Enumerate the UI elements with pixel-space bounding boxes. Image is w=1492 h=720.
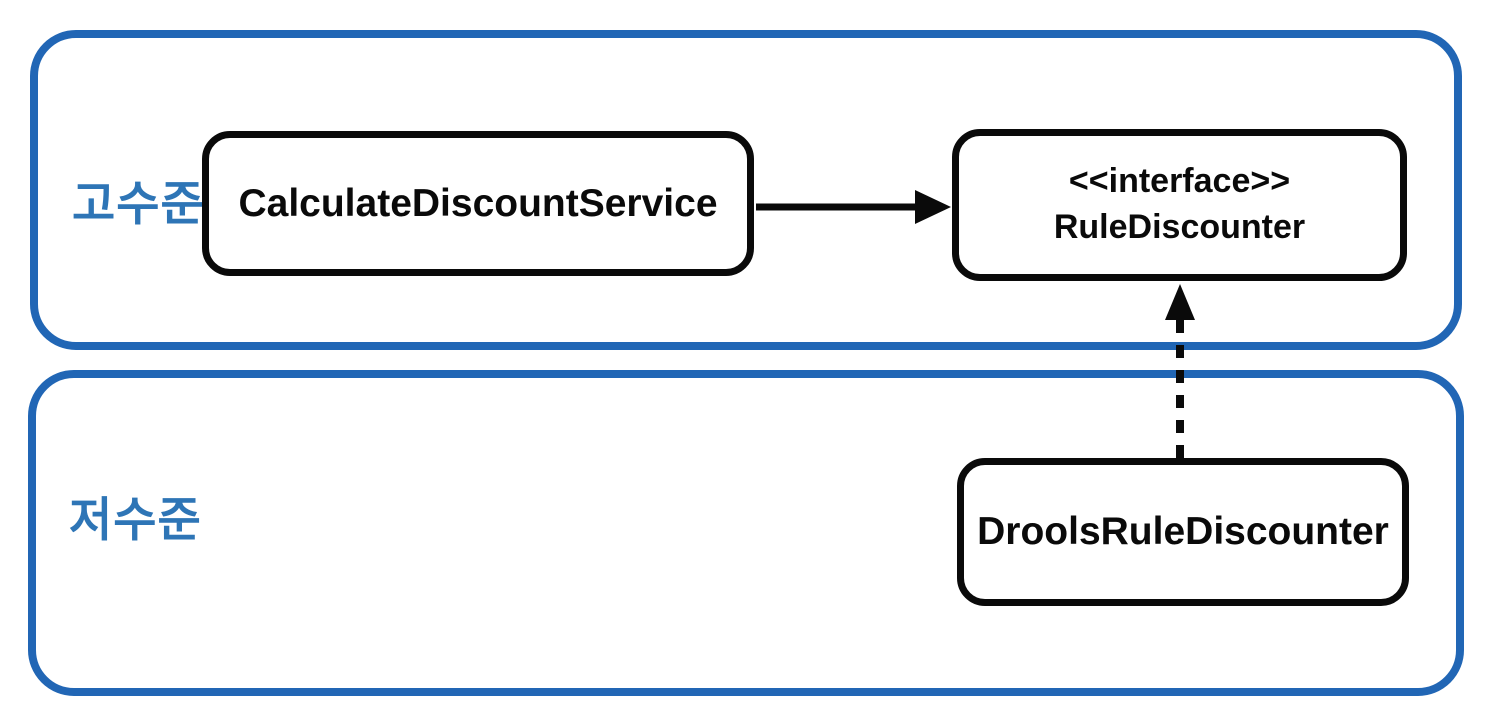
node-drools-rule-discounter: DroolsRuleDiscounter (957, 458, 1409, 606)
node-rule-discounter-interface: <<interface>> RuleDiscounter (952, 129, 1407, 281)
layer-label-high-level: 고수준 (72, 177, 205, 230)
node-rule-discounter-label: RuleDiscounter (1053, 208, 1306, 246)
interface-stereotype-label: <<interface>> (1068, 162, 1291, 201)
layer-label-low-level: 저수준 (69, 493, 202, 546)
node-calculate-discount-service-label: CalculateDiscountService (238, 181, 718, 225)
node-calculate-discount-service: CalculateDiscountService (202, 131, 754, 276)
node-drools-rule-discounter-label: DroolsRuleDiscounter (977, 510, 1389, 553)
